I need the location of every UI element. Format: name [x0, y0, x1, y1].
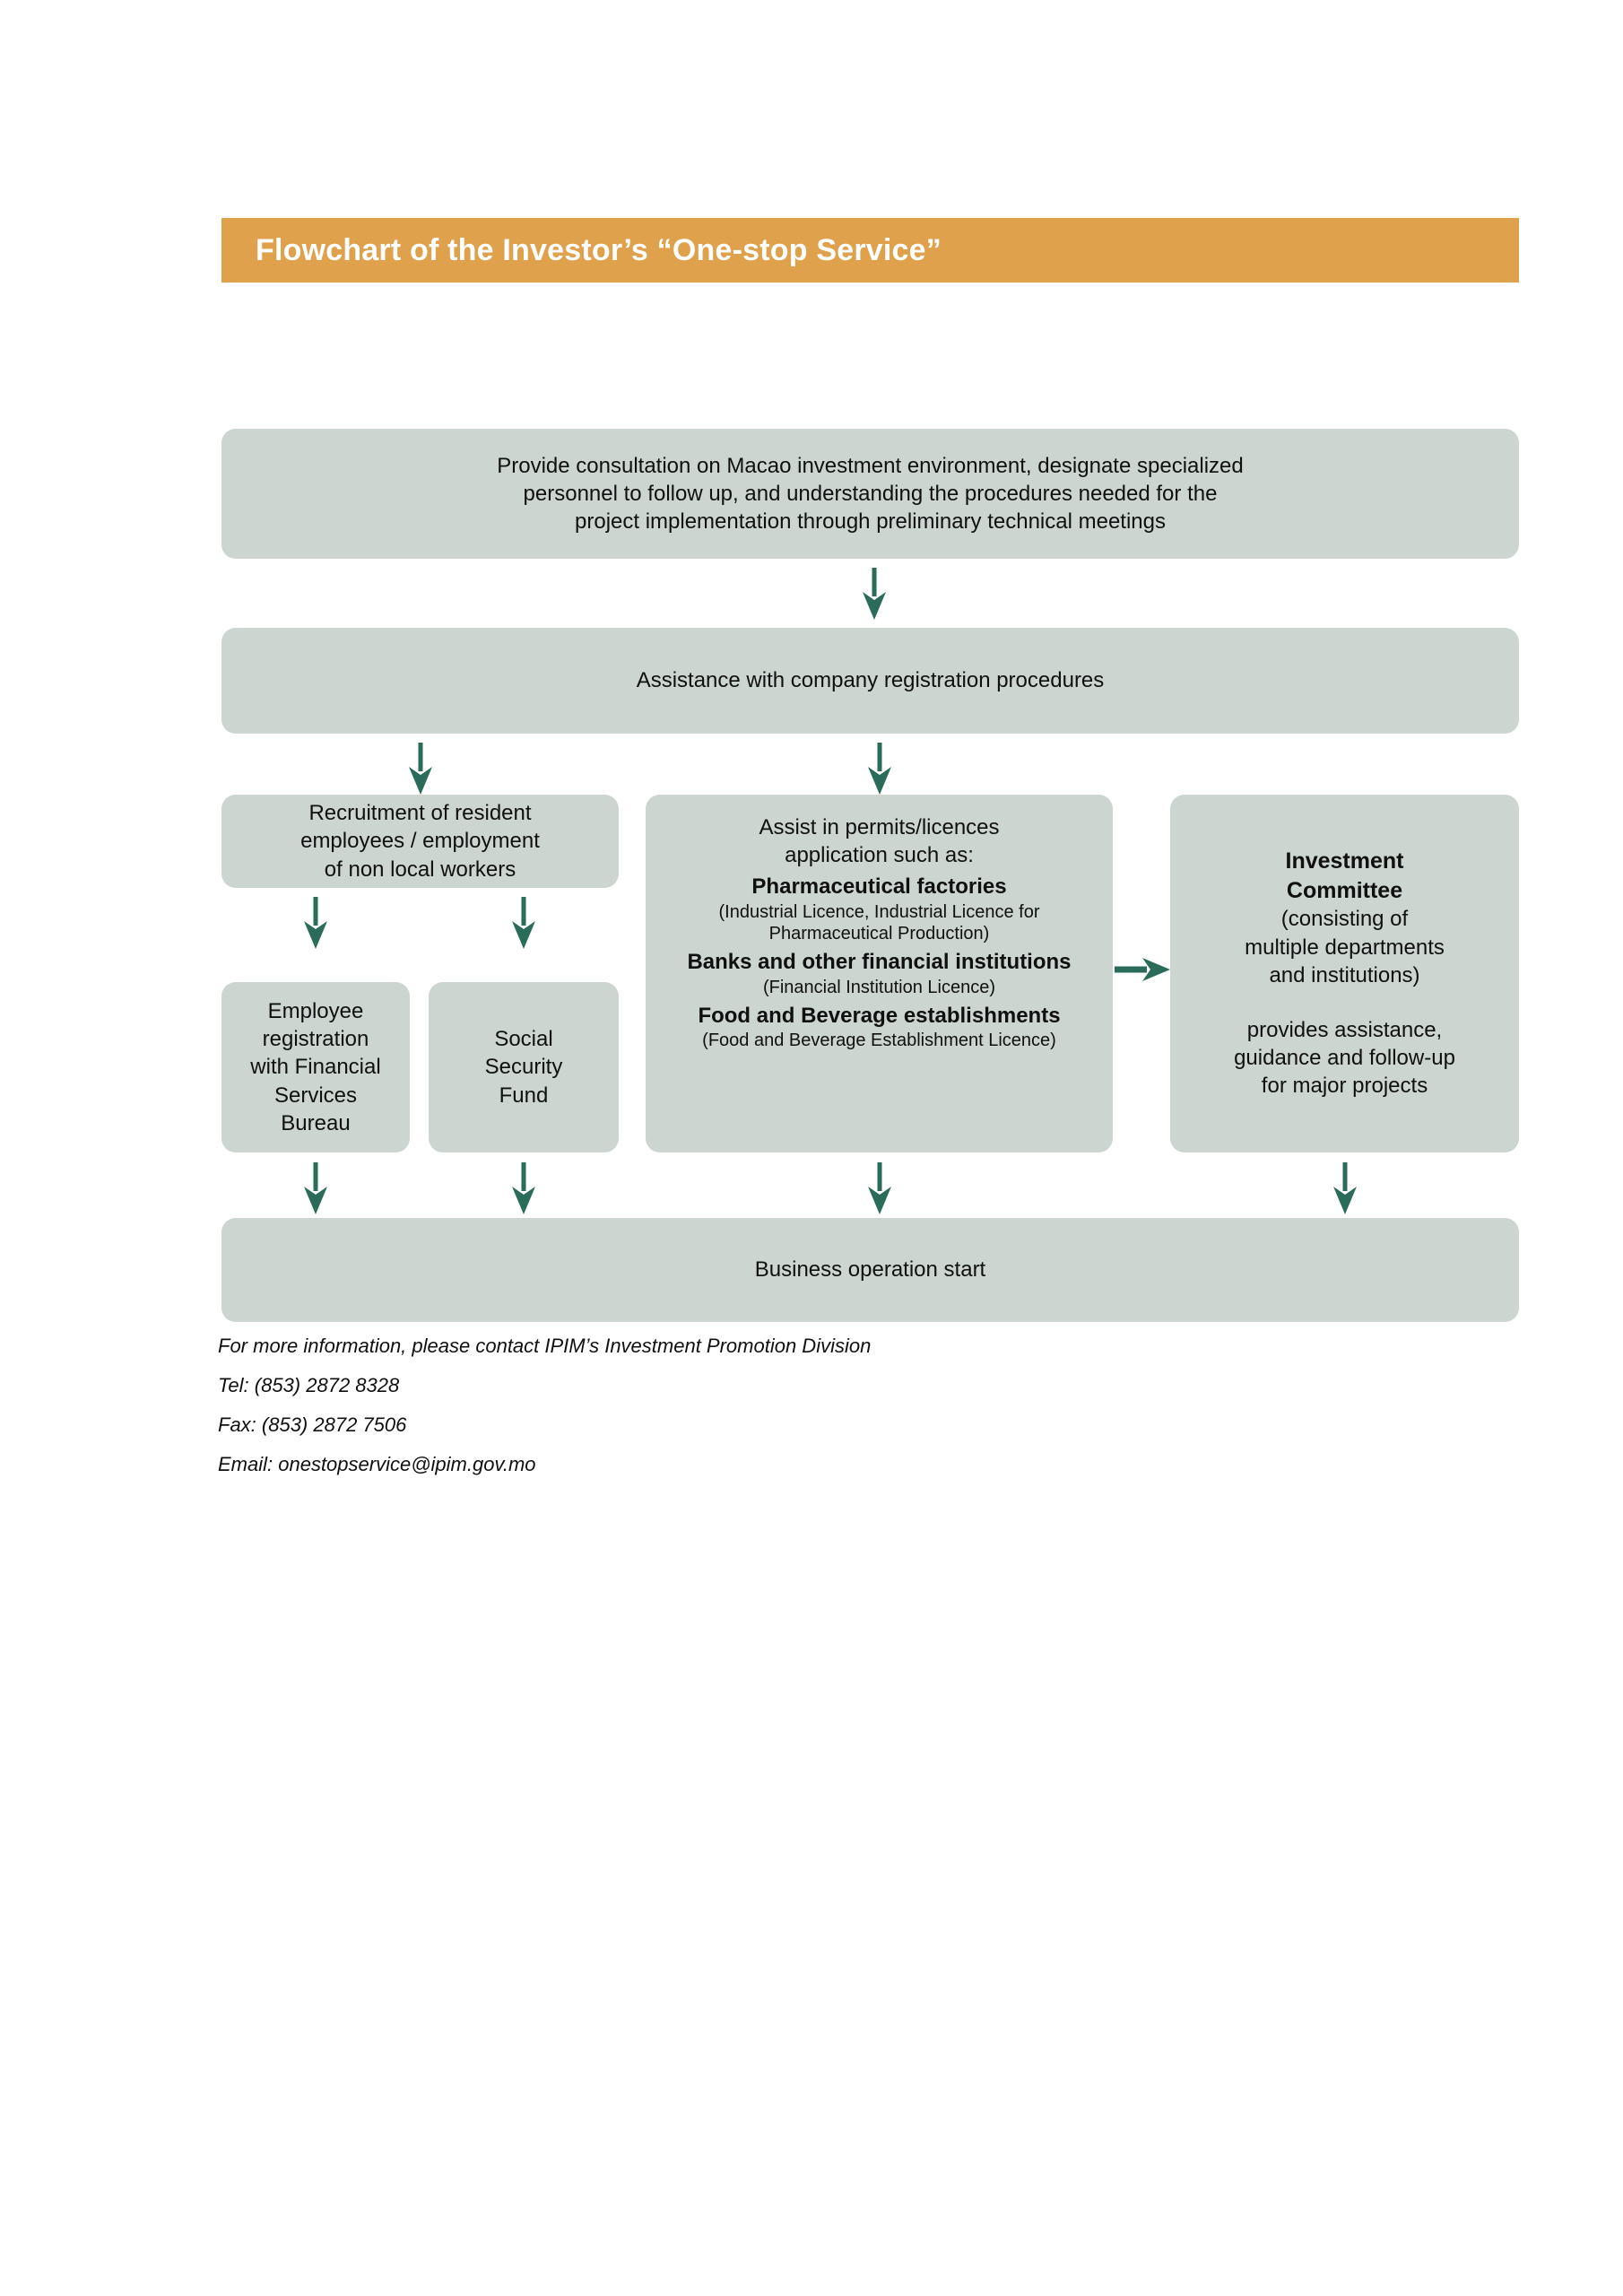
- flow-box-consultation: Provide consultation on Macao investment…: [221, 429, 1519, 559]
- flow-box-committee-subtitle-line-1: (consisting of: [1280, 907, 1409, 932]
- arrow-registration-to-recruitment: [405, 743, 436, 795]
- contact-line-info: For more information, please contact IPI…: [218, 1335, 872, 1357]
- flow-box-social-security-fund-line-3: Fund: [499, 1083, 549, 1108]
- flow-box-employee-registration-line-1: Employee: [267, 999, 364, 1024]
- flow-box-permits-item-2-detail-line-1: (Financial Institution Licence): [762, 977, 995, 997]
- page-title: Flowchart of the Investor’s “One-stop Se…: [256, 232, 942, 267]
- contact-line-email: Email: onestopservice@ipim.gov.mo: [218, 1453, 536, 1475]
- flow-box-permits: Assist in permits/licences application s…: [646, 795, 1113, 1152]
- flow-box-employee-registration-line-5: Bureau: [281, 1110, 351, 1135]
- flow-box-consultation-line-1: Provide consultation on Macao investment…: [497, 453, 1244, 478]
- page-title-band: Flowchart of the Investor’s “One-stop Se…: [221, 218, 1519, 283]
- flow-box-employee-registration: Employee registration with Financial Ser…: [221, 982, 410, 1152]
- contact-line-tel: Tel: (853) 2872 8328: [218, 1374, 400, 1396]
- flow-box-committee-subtitle-line-2: multiple departments: [1245, 935, 1445, 960]
- flow-box-social-security-fund: Social Security Fund: [429, 982, 619, 1152]
- flow-box-committee-title-line-2: Committee: [1286, 877, 1403, 903]
- arrow-recruitment-to-employee-registration: [300, 897, 331, 949]
- flow-box-recruitment-line-1: Recruitment of resident: [308, 801, 532, 826]
- flow-box-employee-registration-line-4: Services: [273, 1083, 358, 1108]
- flow-box-permits-item-1-detail-line-1: (Industrial Licence, Industrial Licence …: [718, 901, 1040, 922]
- arrow-registration-to-permits: [864, 743, 895, 795]
- flow-box-permits-item-3-title: Food and Beverage establishments: [698, 1003, 1061, 1028]
- arrow-committee-to-business-start: [1330, 1162, 1360, 1214]
- flow-box-registration-line-1: Assistance with company registration pro…: [636, 668, 1105, 693]
- flow-box-employee-registration-line-3: with Financial: [250, 1055, 381, 1080]
- flow-box-consultation-line-2: personnel to follow up, and understandin…: [523, 481, 1218, 506]
- flow-box-committee-subtitle-line-3: and institutions): [1269, 962, 1420, 987]
- flow-box-permits-heading-line-2: application such as:: [785, 842, 974, 867]
- flow-box-recruitment-line-3: of non local workers: [324, 857, 516, 882]
- contact-block: For more information, please contact IPI…: [218, 1336, 1115, 1494]
- flow-box-committee-body-line-3: for major projects: [1261, 1074, 1428, 1099]
- flow-box-business-operation-start: Business operation start: [221, 1218, 1519, 1322]
- flow-box-permits-item-1-detail-line-2: Pharmaceutical Production): [768, 924, 990, 944]
- flow-box-recruitment-line-2: employees / employment: [300, 829, 540, 854]
- flow-box-employee-registration-line-2: registration: [262, 1027, 369, 1052]
- arrow-recruitment-to-social-security-fund: [508, 897, 539, 949]
- flow-box-permits-heading-line-1: Assist in permits/licences: [759, 815, 1000, 839]
- flow-box-consultation-line-3: project implementation through prelimina…: [575, 509, 1166, 535]
- flow-box-committee-title-line-1: Investment: [1285, 848, 1404, 874]
- flow-box-social-security-fund-line-2: Security: [484, 1055, 563, 1080]
- flow-box-committee-body-line-1: provides assistance,: [1246, 1018, 1443, 1042]
- flow-box-permits-item-1-title: Pharmaceutical factories: [751, 874, 1007, 900]
- flow-box-business-operation-start-line-1: Business operation start: [754, 1257, 986, 1283]
- arrow-permits-to-committee: [1115, 954, 1170, 985]
- arrow-permits-to-business-start: [864, 1162, 895, 1214]
- flow-box-investment-committee: Investment Committee (consisting of mult…: [1170, 795, 1519, 1152]
- arrow-consultation-to-registration: [859, 568, 890, 620]
- flow-box-permits-item-3-detail-line-1: (Food and Beverage Establishment Licence…: [702, 1031, 1056, 1051]
- flow-box-committee-body-line-2: guidance and follow-up: [1234, 1046, 1455, 1071]
- flow-box-recruitment: Recruitment of resident employees / empl…: [221, 795, 619, 888]
- contact-line-fax: Fax: (853) 2872 7506: [218, 1413, 407, 1436]
- arrow-employee-registration-to-business-start: [300, 1162, 331, 1214]
- flow-box-permits-item-2-title: Banks and other financial institutions: [687, 950, 1072, 975]
- arrow-social-security-fund-to-business-start: [508, 1162, 539, 1214]
- flow-box-registration: Assistance with company registration pro…: [221, 628, 1519, 734]
- flow-box-social-security-fund-line-1: Social: [494, 1027, 553, 1052]
